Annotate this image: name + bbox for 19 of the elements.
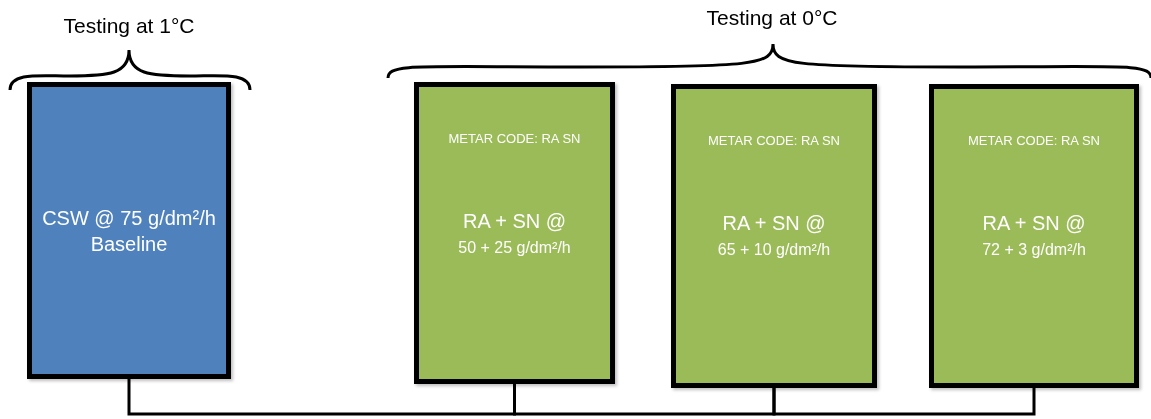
group-heading: Testing at 0°C [706, 6, 838, 30]
group-heading: Testing at 1°C [63, 14, 195, 38]
box-text: 65 + 10 g/dm²/h [716, 239, 832, 260]
process-box [27, 82, 231, 379]
box-text: 50 + 25 g/dm²/h [457, 237, 572, 258]
code-text: METAR CODE: RA SN [447, 131, 582, 148]
box-text: CSW @ 75 g/dm²/h Baseline [41, 205, 217, 257]
connector-line [127, 379, 516, 416]
box-text: RA + SN @ [461, 208, 568, 234]
code-text: METAR CODE: RA SN [707, 133, 841, 150]
box-text: RA + SN @ [721, 210, 827, 236]
connector-line [513, 384, 776, 416]
connector-line [772, 388, 1036, 416]
process-box [414, 82, 615, 384]
code-text: METAR CODE: RA SN [967, 133, 1101, 150]
box-text: RA + SN @ [981, 210, 1087, 236]
process-box [671, 84, 877, 388]
box-text: 72 + 3 g/dm²/h [981, 239, 1087, 260]
process-box [929, 84, 1139, 388]
